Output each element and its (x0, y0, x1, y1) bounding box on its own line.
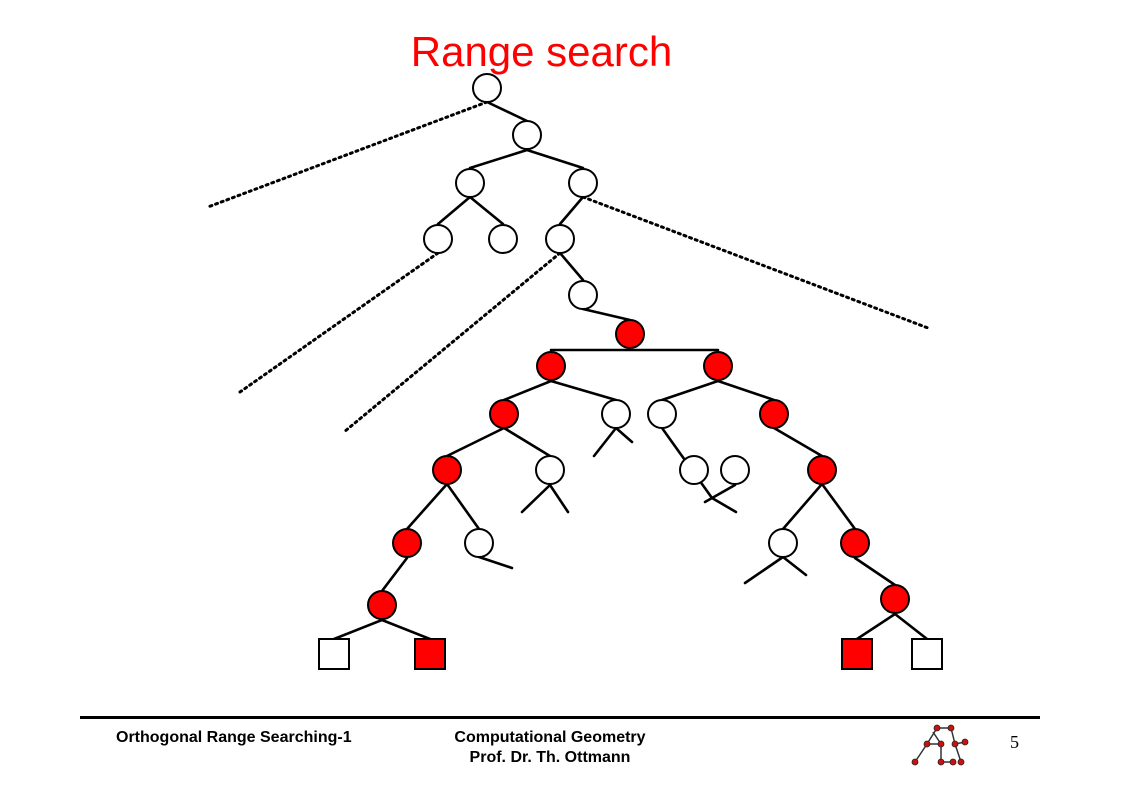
tree-node (679, 455, 709, 485)
tree-edge (549, 379, 618, 402)
tree-node (464, 528, 494, 558)
tree-edge (893, 612, 929, 641)
tree-node (545, 224, 575, 254)
tree-edges (332, 100, 929, 641)
tree-node (568, 168, 598, 198)
tree-node-highlighted (367, 590, 397, 620)
boundary-dotted-line (342, 251, 562, 434)
tree-edge (485, 100, 529, 123)
tree-node (488, 224, 518, 254)
tree-edge-stub (703, 483, 737, 504)
tree-edge (781, 482, 824, 531)
tree-node (472, 73, 502, 103)
tree-leaf-highlighted (414, 638, 446, 670)
slide-title: Range search (410, 28, 673, 75)
tree-leaf-highlighted (841, 638, 873, 670)
tree-node (720, 455, 750, 485)
tree-edge (468, 195, 505, 226)
footer-divider (80, 716, 1040, 719)
tree-edge (445, 426, 506, 458)
tree-edge (855, 612, 897, 641)
tree-node-highlighted (615, 319, 645, 349)
boundary-dotted-line (238, 251, 440, 394)
tree-node (768, 528, 798, 558)
tree-node (647, 399, 677, 429)
tree-edge (380, 556, 409, 593)
page-number: 5 (1010, 732, 1019, 752)
tree-node-highlighted (392, 528, 422, 558)
tree-node-highlighted (489, 399, 519, 429)
tree-edge (716, 379, 776, 402)
tree-edge (468, 148, 529, 170)
tree-edge (445, 482, 481, 531)
tree-edge (558, 195, 585, 226)
tree-edge (332, 618, 384, 641)
tree-node-highlighted (536, 351, 566, 381)
tree-edge (502, 379, 553, 402)
tree-node (535, 455, 565, 485)
tree-edge-stub (520, 483, 552, 514)
tree-edge (820, 482, 857, 531)
tree-node (423, 224, 453, 254)
tree-edge (853, 556, 897, 587)
tree-node (568, 280, 598, 310)
tree-node-highlighted (432, 455, 462, 485)
tree-edge-stub (614, 426, 634, 444)
tree-edge-stub (592, 426, 618, 458)
tree-edge-stub (781, 555, 808, 577)
tree-edge (581, 307, 632, 322)
tree-edge-stub (710, 496, 738, 514)
tree-edge (660, 379, 720, 402)
footer-course-name: Computational Geometry (454, 729, 646, 746)
tree-edge-stub (548, 483, 570, 514)
tree-leaves (318, 638, 943, 670)
footer-lecture-title: Orthogonal Range Searching-1 (116, 729, 352, 746)
tree-node-highlighted (703, 351, 733, 381)
tree-leaf (911, 638, 943, 670)
tree-edge (772, 426, 824, 458)
search-path-boundary-lines (206, 100, 930, 434)
footer-course-info: Computational Geometry Prof. Dr. Th. Ott… (400, 728, 700, 768)
boundary-dotted-line (581, 195, 930, 330)
tree-node-highlighted (840, 528, 870, 558)
tree-node (455, 168, 485, 198)
tree-edge (525, 148, 585, 170)
tree-logo-icon (911, 724, 969, 766)
tree-edge (380, 618, 432, 641)
tree-edge (502, 426, 552, 458)
tree-leaf (318, 638, 350, 670)
tree-node-highlighted (880, 584, 910, 614)
tree-edge (558, 251, 585, 282)
tree-nodes (367, 73, 910, 620)
tree-node (601, 399, 631, 429)
boundary-dotted-line (206, 100, 489, 209)
tree-edge-stub (743, 555, 785, 585)
tree-edge-stub (477, 555, 514, 570)
tree-edge-stubs (477, 426, 808, 585)
tree-edge (405, 482, 449, 531)
tree-edge (436, 195, 472, 226)
tree-node-highlighted (759, 399, 789, 429)
footer-author: Prof. Dr. Th. Ottmann (469, 749, 631, 766)
tree-node (512, 120, 542, 150)
tree-node-highlighted (807, 455, 837, 485)
